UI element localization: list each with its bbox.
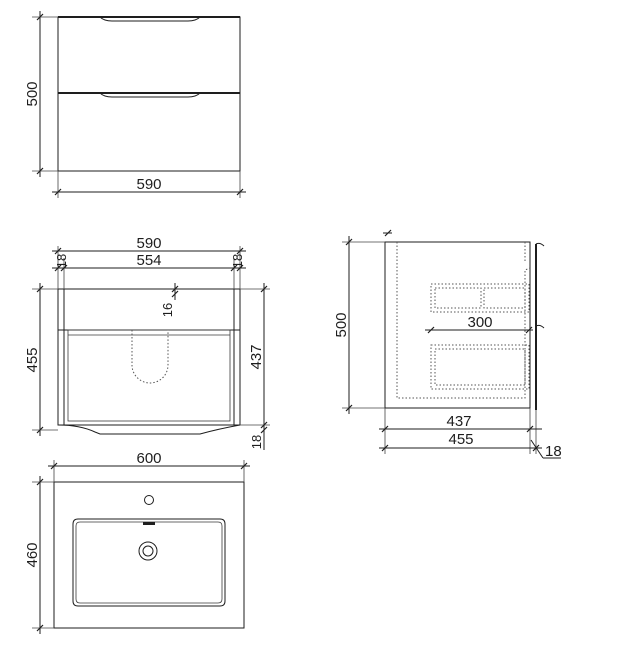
basin-width-dimension: 600 <box>48 450 250 482</box>
basin-bowl-inner <box>75 521 223 604</box>
side-top-mark <box>383 229 392 237</box>
side-panel <box>384 241 531 409</box>
top-view: 590 554 18 18 16 455 <box>24 235 270 450</box>
side-view: 300 500 437 455 18 <box>333 229 562 460</box>
front-panel-profile <box>57 424 241 435</box>
front-height-label: 500 <box>24 81 41 106</box>
side-outer-depth-label: 455 <box>448 431 473 448</box>
top-back-panel-label: 16 <box>160 303 175 317</box>
top-outer-depth-dimension: 455 <box>24 283 58 436</box>
top-inner-width-label: 554 <box>136 252 161 269</box>
overflow-slot <box>143 522 155 525</box>
lower-drawer-outline <box>430 344 530 390</box>
side-height-label: 500 <box>333 312 350 337</box>
basin-outline <box>53 481 245 629</box>
drain-outer <box>138 541 158 561</box>
upper-drawer-outline <box>430 283 530 313</box>
siphon-cutout <box>131 330 169 384</box>
front-width-dimension: 590 <box>52 171 246 198</box>
top-inner-depth-dimension: 437 18 <box>240 283 270 450</box>
drawer-handle-top <box>99 16 201 22</box>
front-width-label: 590 <box>136 176 161 193</box>
drawer-depth-dimension: 300 <box>425 314 533 334</box>
top-outer-depth-label: 455 <box>24 347 41 372</box>
basin-width-label: 600 <box>136 450 161 467</box>
top-inner-depth-label: 437 <box>248 344 265 369</box>
front-height-dimension: 500 <box>24 11 58 177</box>
top-back-panel-dimension: 16 <box>160 283 179 317</box>
drawer-handle-bottom <box>99 92 201 98</box>
top-side-right-label: 18 <box>230 254 245 268</box>
basin-bowl <box>72 518 226 607</box>
top-side-left-label: 18 <box>54 254 69 268</box>
side-front-dimension: 18 <box>530 439 562 460</box>
basin-depth-label: 460 <box>24 542 41 567</box>
top-front-thickness-label: 18 <box>249 435 264 449</box>
side-height-dimension: 500 <box>333 236 385 414</box>
basin-view: 600 460 <box>24 450 250 634</box>
top-inner-width-dimension: 554 18 18 <box>52 252 246 272</box>
top-overall-width-dimension: 590 <box>52 235 246 289</box>
basin-depth-dimension: 460 <box>24 476 54 634</box>
drawer-box <box>67 329 231 422</box>
top-overall-width-label: 590 <box>136 235 161 252</box>
tap-hole <box>144 495 154 505</box>
drawer-depth-label: 300 <box>467 314 492 331</box>
side-outer-depth-dimension: 455 <box>379 431 542 452</box>
side-front-label: 18 <box>545 443 562 460</box>
front-view: 500 590 <box>24 11 246 198</box>
drain-inner <box>142 545 154 557</box>
side-inner-depth-label: 437 <box>446 413 471 430</box>
cabinet-outline <box>57 288 241 426</box>
